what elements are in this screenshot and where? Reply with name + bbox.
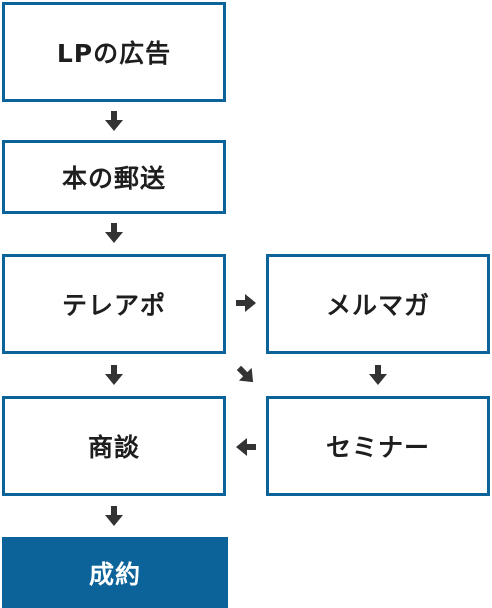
node-contract: 成約 xyxy=(2,537,228,608)
node-mail-magazine-label: メルマガ xyxy=(325,291,430,320)
node-negotiation-label: 商談 xyxy=(87,433,140,462)
arrow-down-icon xyxy=(103,505,125,527)
arrow-left-icon xyxy=(235,436,257,458)
node-book-mail: 本の郵送 xyxy=(2,140,226,214)
node-seminar: セミナー xyxy=(266,396,490,496)
node-lp-ad-label: LPの広告 xyxy=(56,39,172,68)
arrow-down-icon xyxy=(367,364,389,386)
node-contract-label: 成約 xyxy=(88,559,141,589)
node-negotiation: 商談 xyxy=(2,396,226,496)
node-telemarketing-label: テレアポ xyxy=(61,291,166,320)
node-book-mail-label: 本の郵送 xyxy=(61,164,166,193)
node-lp-ad: LPの広告 xyxy=(2,2,226,102)
arrow-down-icon xyxy=(103,110,125,132)
arrow-down-right-icon xyxy=(235,364,257,386)
node-seminar-label: セミナー xyxy=(325,433,430,462)
node-mail-magazine: メルマガ xyxy=(266,254,490,354)
arrow-down-icon xyxy=(103,222,125,244)
arrow-down-icon xyxy=(103,364,125,386)
node-telemarketing: テレアポ xyxy=(2,254,226,354)
arrow-right-icon xyxy=(235,292,257,314)
